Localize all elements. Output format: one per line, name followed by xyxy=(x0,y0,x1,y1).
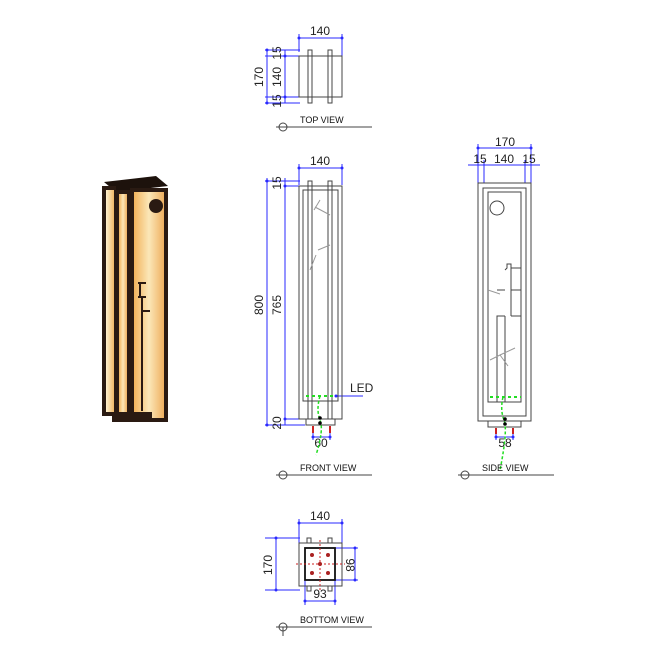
front-base-width-label: 60 xyxy=(314,436,328,450)
bottom-inner-height-label: 98 xyxy=(343,558,357,572)
product-photo xyxy=(102,176,168,422)
top-width-label: 140 xyxy=(310,24,330,38)
bottom-view-title: BOTTOM VIEW xyxy=(300,615,364,625)
bottom-width-label: 140 xyxy=(310,509,330,523)
top-depth-label: 170 xyxy=(252,67,266,87)
side-view: 170 15 140 15 58 SIDE VIEW xyxy=(458,135,554,480)
bottom-inner-width-label: 93 xyxy=(313,587,327,601)
top-view: 140 170 140 15 15 TOP VIEW xyxy=(252,24,372,132)
front-view: 140 800 765 15 20 60 LED FRONT VIEW xyxy=(252,154,374,480)
front-height-label: 800 xyxy=(252,295,266,315)
top-view-title: TOP VIEW xyxy=(300,115,344,125)
side-inner-label: 140 xyxy=(494,152,514,166)
led-label: LED xyxy=(350,381,374,395)
front-base-label: 20 xyxy=(270,416,284,430)
side-right-edge-label: 15 xyxy=(522,152,536,166)
front-width-label: 140 xyxy=(310,154,330,168)
front-view-title: FRONT VIEW xyxy=(300,463,357,473)
bottom-depth-label: 170 xyxy=(261,555,275,575)
side-left-edge-label: 15 xyxy=(473,152,487,166)
top-edge-bottom-label: 15 xyxy=(270,94,284,108)
side-total-width-label: 170 xyxy=(495,135,515,149)
side-view-title: SIDE VIEW xyxy=(482,463,529,473)
front-top-edge-label: 15 xyxy=(270,176,284,190)
top-inner-label: 140 xyxy=(270,67,284,87)
front-body-height-label: 765 xyxy=(270,295,284,315)
bottom-view: 140 170 98 93 BOTTOM VIEW xyxy=(261,509,372,636)
top-edge-top-label: 15 xyxy=(270,46,284,60)
